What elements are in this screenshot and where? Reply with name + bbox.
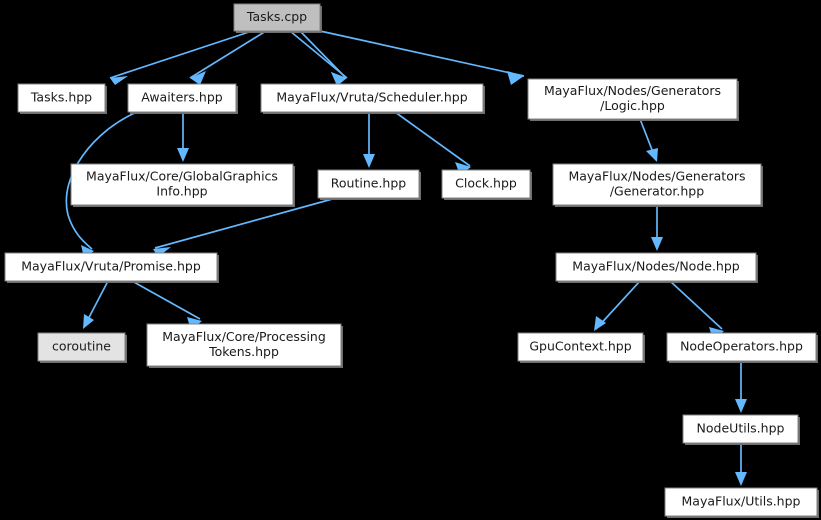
node-label: NodeUtils.hpp <box>697 421 785 436</box>
node-box[interactable] <box>555 252 757 282</box>
node-box[interactable] <box>37 332 126 362</box>
node-box[interactable] <box>527 78 738 120</box>
node-label: Tokens.hpp <box>208 344 279 359</box>
node-box[interactable] <box>682 414 799 444</box>
node-tasks-cpp[interactable]: Tasks.cpp <box>233 3 322 33</box>
arrowhead-icon <box>190 71 206 85</box>
edge-scheduler-hpp-to-routine-hpp <box>363 112 375 168</box>
arrowhead-icon <box>363 154 375 168</box>
node-label: Routine.hpp <box>331 176 407 191</box>
node-box[interactable] <box>666 332 817 362</box>
node-box[interactable] <box>441 169 531 199</box>
node-label: MayaFlux/Core/Processing <box>162 329 326 344</box>
node-label: MayaFlux/Nodes/Generators <box>544 83 721 98</box>
edge-tasks-cpp-to-logic-hpp <box>319 30 525 85</box>
node-label: MayaFlux/Nodes/Node.hpp <box>572 259 739 274</box>
node-box[interactable] <box>127 83 237 113</box>
node-generator-hpp[interactable]: MayaFlux/Nodes/Generators/Generator.hpp <box>552 163 763 207</box>
node-label: Awaiters.hpp <box>141 90 222 105</box>
node-promise-hpp[interactable]: MayaFlux/Vruta/Promise.hpp <box>4 252 219 283</box>
edge-line <box>189 30 267 79</box>
edge-node-hpp-to-gpucontext-hpp <box>594 280 641 331</box>
edge-tasks-cpp-to-awaiters-hpp <box>189 30 267 85</box>
edge-promise-hpp-to-coroutine <box>83 280 109 329</box>
edge-logic-hpp-to-generator-hpp <box>639 118 658 162</box>
node-scheduler-hpp[interactable]: MayaFlux/Vruta/Scheduler.hpp <box>260 83 485 114</box>
edge-line <box>319 30 525 77</box>
arrowhead-icon <box>594 316 606 331</box>
arrowhead-icon <box>331 72 346 85</box>
arrowhead-icon <box>177 148 189 162</box>
node-box[interactable] <box>233 3 321 32</box>
node-label: MayaFlux/Vruta/Promise.hpp <box>21 259 201 274</box>
edge-line <box>109 30 253 79</box>
edge-promise-hpp-to-processingtokens-hpp <box>131 280 202 330</box>
node-label: MayaFlux/Utils.hpp <box>682 494 801 509</box>
node-label: /Generator.hpp <box>610 184 704 199</box>
node-nodeoperators-hpp[interactable]: NodeOperators.hpp <box>666 332 818 363</box>
node-box[interactable] <box>17 83 106 113</box>
node-label: coroutine <box>52 339 111 354</box>
edge-line <box>394 111 471 167</box>
node-label: NodeOperators.hpp <box>680 339 803 354</box>
edge-node-hpp-to-nodeoperators-hpp <box>669 280 724 340</box>
node-box[interactable] <box>664 487 818 517</box>
node-box[interactable] <box>146 323 342 367</box>
node-gpucontext-hpp[interactable]: GpuContext.hpp <box>517 332 645 363</box>
edge-line <box>299 30 347 79</box>
arrowhead-icon <box>646 148 658 162</box>
node-awaiters-hpp[interactable]: Awaiters.hpp <box>127 83 238 114</box>
arrowhead-icon <box>507 71 524 85</box>
edge-line <box>131 280 201 320</box>
edge-generator-hpp-to-node-hpp <box>651 205 663 251</box>
node-label: /Logic.hpp <box>600 98 665 113</box>
edge-scheduler-hpp-to-clock-hpp <box>394 111 471 175</box>
arrowhead-icon <box>110 76 128 85</box>
node-box[interactable] <box>317 169 420 199</box>
node-nodeutils-hpp[interactable]: NodeUtils.hpp <box>682 414 800 445</box>
node-label: Tasks.hpp <box>30 90 92 105</box>
arrowhead-icon <box>735 399 747 413</box>
node-label: MayaFlux/Vruta/Scheduler.hpp <box>276 90 467 105</box>
edge-line <box>595 280 641 330</box>
node-routine-hpp[interactable]: Routine.hpp <box>317 169 421 200</box>
node-box[interactable] <box>517 332 644 362</box>
arrowhead-icon <box>83 314 94 329</box>
node-box[interactable] <box>552 163 762 206</box>
edge-line <box>669 280 723 330</box>
node-label: GpuContext.hpp <box>529 339 631 354</box>
edge-nodeutils-hpp-to-utils-hpp <box>735 443 747 486</box>
node-label: Clock.hpp <box>455 176 517 191</box>
edge-tasks-cpp-to-clock-hpp <box>299 30 347 85</box>
node-box[interactable] <box>260 83 484 113</box>
node-box[interactable] <box>70 163 294 206</box>
node-utils-hpp[interactable]: MayaFlux/Utils.hpp <box>664 487 819 518</box>
arrowhead-icon <box>651 237 663 251</box>
node-logic-hpp[interactable]: MayaFlux/Nodes/Generators/Logic.hpp <box>527 78 739 121</box>
edge-tasks-cpp-to-tasks-hpp <box>109 30 253 85</box>
edge-line <box>154 197 337 249</box>
node-tasks-hpp[interactable]: Tasks.hpp <box>17 83 107 114</box>
edge-nodeoperators-hpp-to-nodeutils-hpp <box>735 361 747 413</box>
edge-awaiters-hpp-to-globalgraphicsinfo-hpp <box>177 112 189 162</box>
node-coroutine[interactable]: coroutine <box>37 332 127 363</box>
node-label: Tasks.cpp <box>246 9 307 24</box>
node-label: MayaFlux/Nodes/Generators <box>568 169 745 184</box>
node-label: Info.hpp <box>156 184 207 199</box>
node-box[interactable] <box>4 252 218 282</box>
edge-line <box>65 111 138 250</box>
node-label: MayaFlux/Core/GlobalGraphics <box>86 169 278 184</box>
node-node-hpp[interactable]: MayaFlux/Nodes/Node.hpp <box>555 252 758 283</box>
node-clock-hpp[interactable]: Clock.hpp <box>441 169 532 200</box>
arrowhead-icon <box>735 472 747 486</box>
